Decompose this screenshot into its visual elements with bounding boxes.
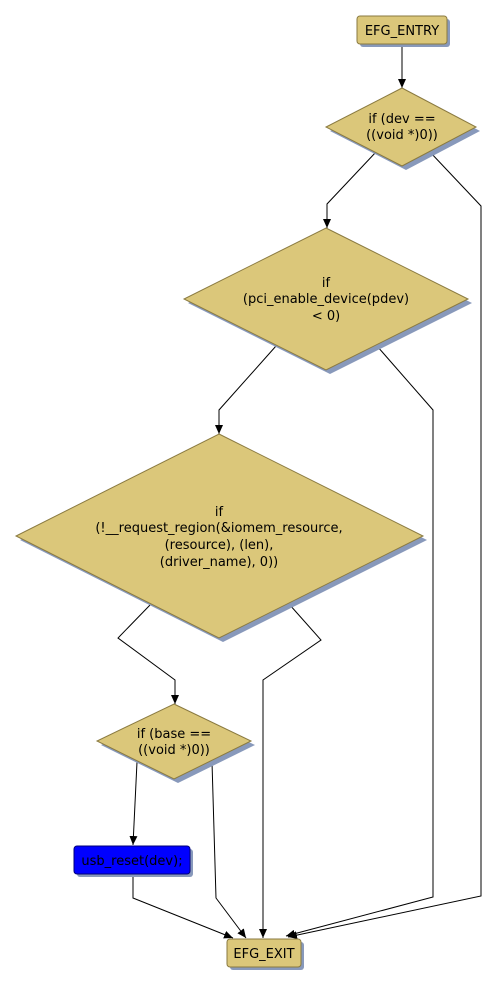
node-entry-label: EFG_ENTRY [365, 24, 439, 39]
edge-dev-to-exit [287, 151, 482, 940]
node-usb-reset[interactable]: usb_reset(dev); [73, 845, 193, 877]
node-usb-reset-label: usb_reset(dev); [81, 854, 182, 869]
node-cond-dev-diamond [324, 87, 478, 167]
node-cond-base-line-1: if (base == [137, 727, 211, 742]
node-entry[interactable]: EFG_ENTRY [356, 15, 450, 47]
edge-usb-to-exit [132, 875, 234, 939]
edge-base-to-exit [211, 761, 247, 939]
node-cond-region-diamond [14, 433, 425, 639]
node-usb-reset-box [73, 845, 191, 875]
node-exit[interactable]: EFG_EXIT [226, 938, 304, 970]
node-exit-label: EFG_EXIT [233, 947, 294, 962]
node-cond-pci-line-1: if [322, 276, 331, 291]
node-cond-region-line-2: (!__request_region(&iomem_resource, [95, 521, 342, 536]
edge-region-to-exit [259, 603, 322, 938]
edge-pci-to-region [215, 345, 277, 434]
node-entry-box [356, 15, 448, 45]
node-cond-region-line-1: if [215, 505, 224, 520]
node-cond-dev-line-2: ((void *)0)) [366, 128, 438, 143]
node-cond-dev[interactable]: if (dev == ((void *)0)) [324, 87, 480, 170]
node-cond-region[interactable]: if (!__request_region(&iomem_resource, (… [14, 433, 427, 642]
node-cond-pci[interactable]: if (pci_enable_device(pdev) < 0) [182, 227, 472, 374]
node-exit-box [226, 938, 302, 968]
node-cond-pci-line-2: (pci_enable_device(pdev) [243, 292, 409, 307]
edges [117, 44, 482, 940]
node-cond-dev-line-1: if (dev == [368, 112, 435, 127]
node-cond-base-line-2: ((void *)0)) [138, 743, 210, 758]
node-cond-region-line-4: (driver_name), 0)) [160, 555, 278, 570]
edge-region-to-base [117, 603, 179, 704]
node-cond-base[interactable]: if (base == ((void *)0)) [95, 703, 255, 783]
edge-dev-to-pci [323, 151, 377, 228]
node-cond-pci-diamond [182, 227, 470, 371]
edge-pci-to-exit [285, 345, 434, 938]
node-cond-region-line-3: (resource), (len), [165, 538, 274, 553]
edge-base-to-usb [129, 761, 138, 846]
node-cond-pci-line-3: < 0) [312, 309, 340, 324]
node-cond-base-diamond [95, 703, 253, 780]
